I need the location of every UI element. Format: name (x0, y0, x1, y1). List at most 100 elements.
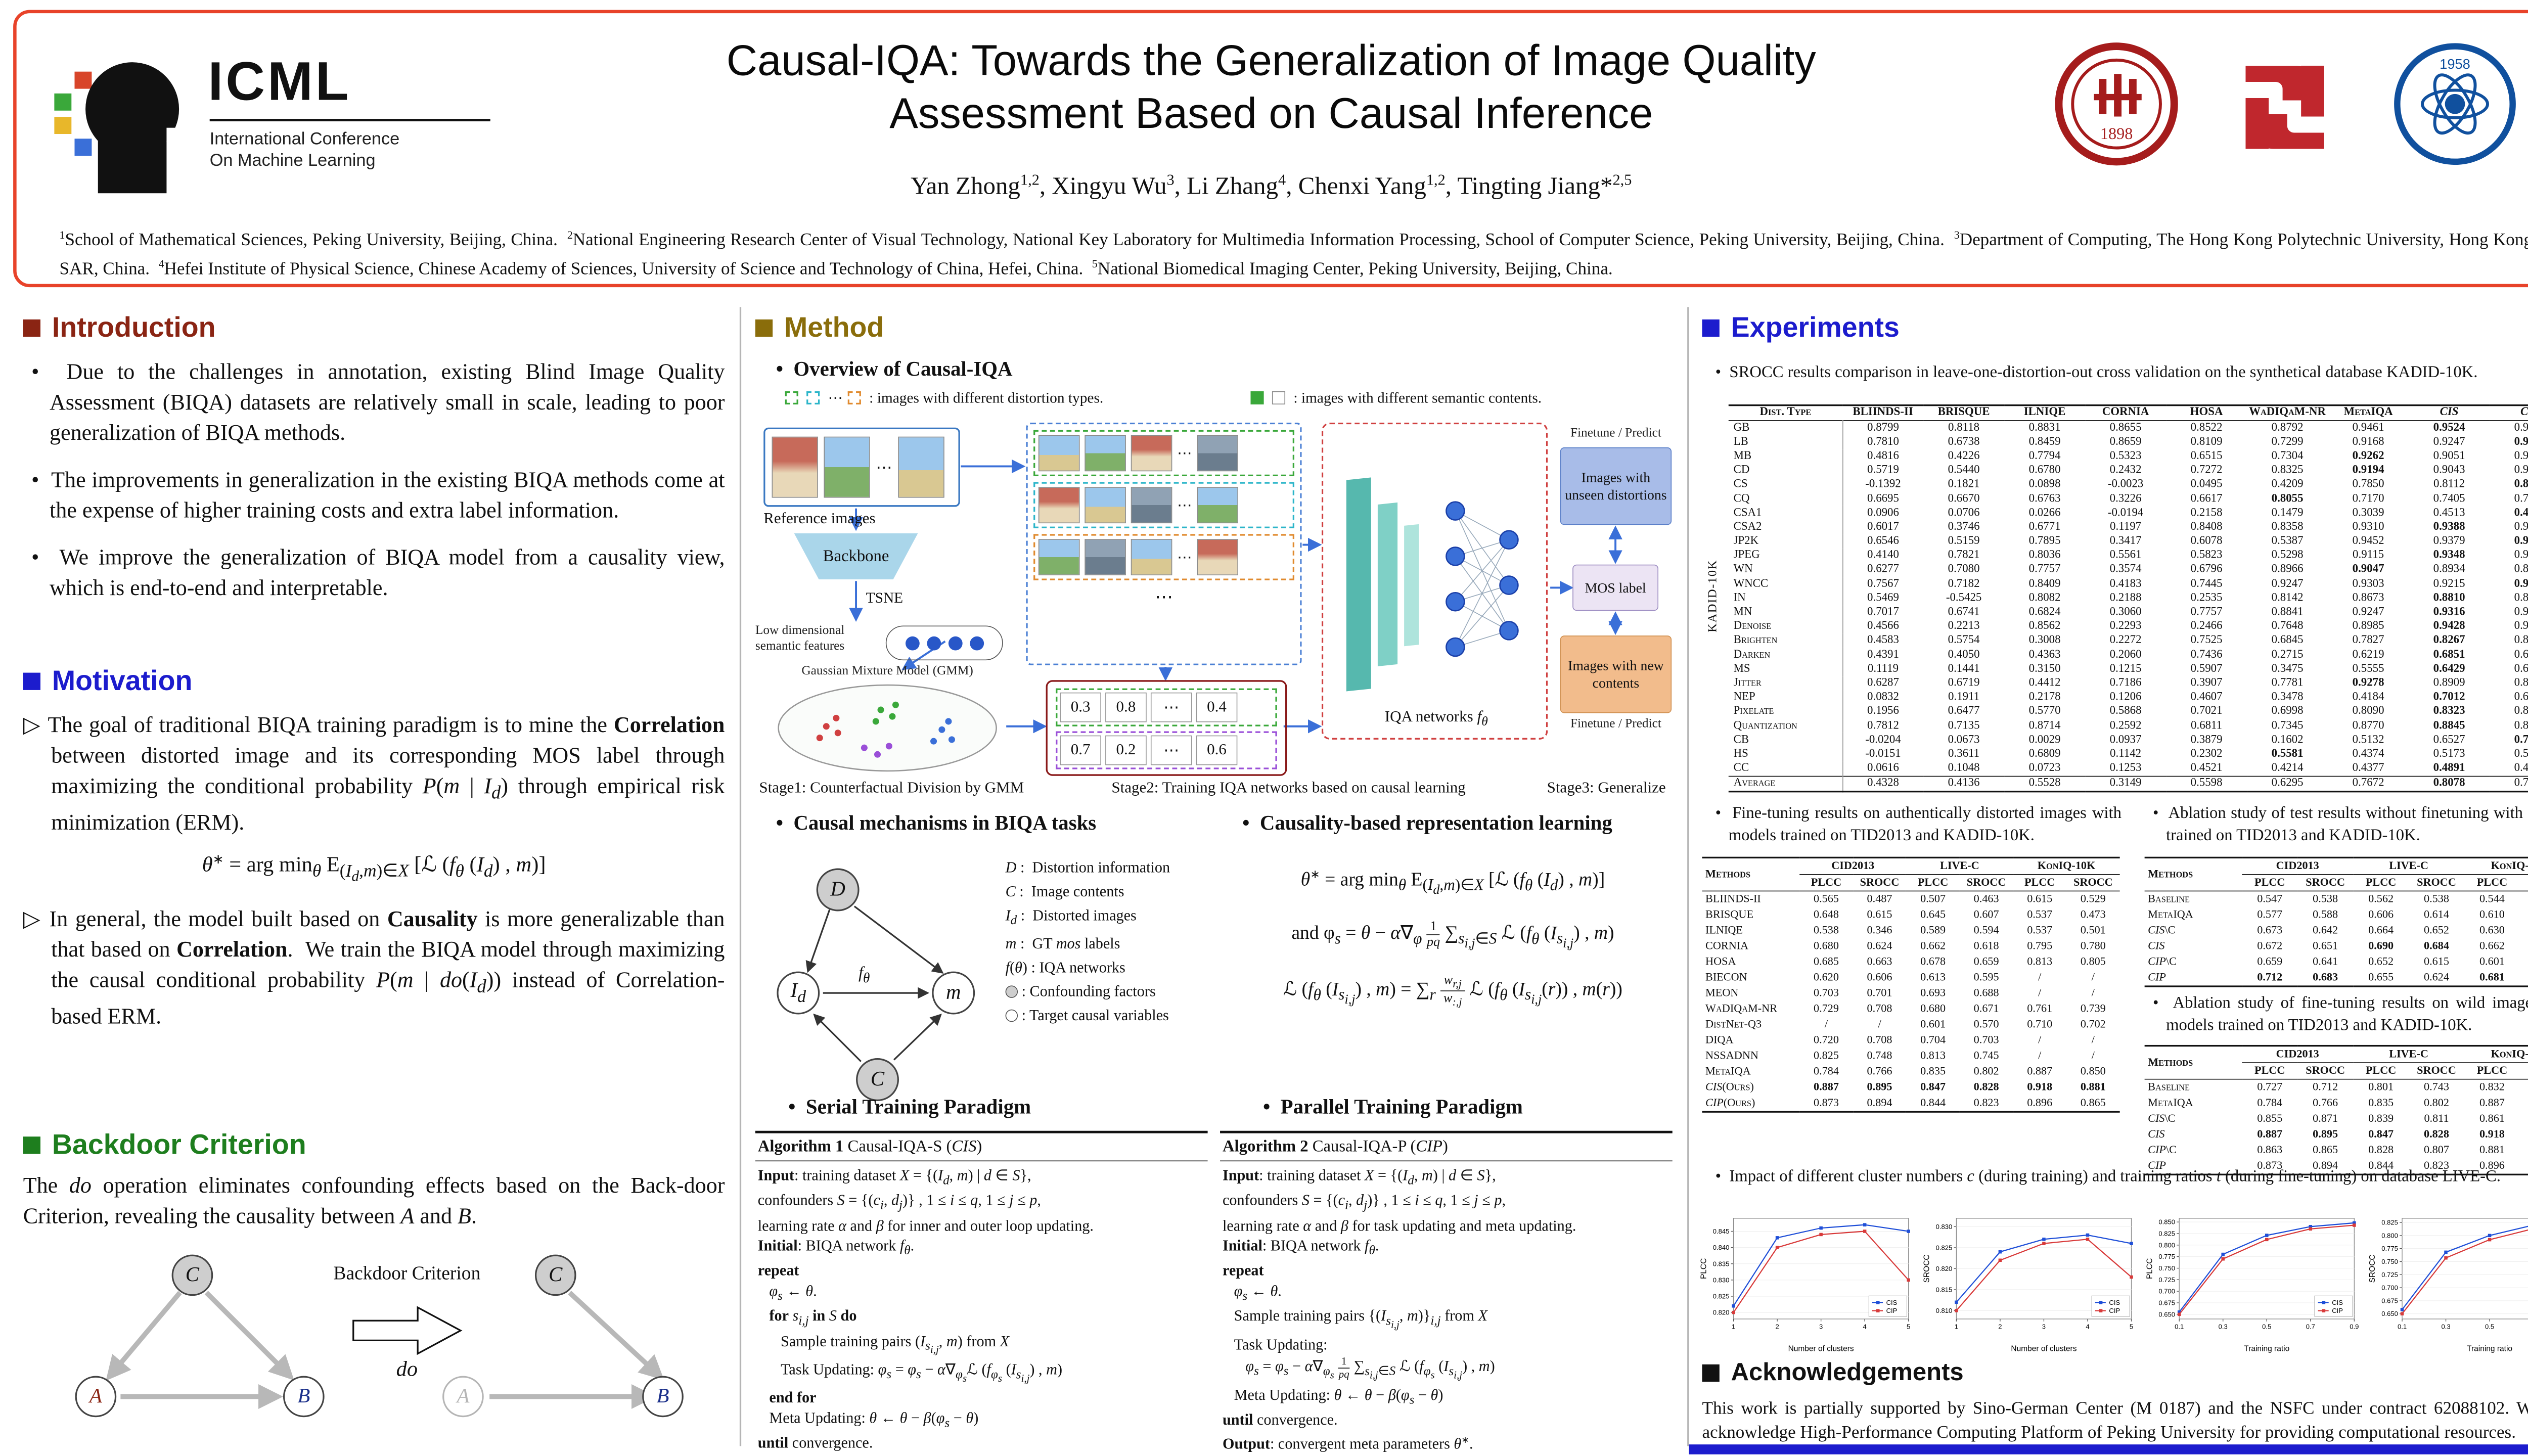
erm-formula: θ∗ = arg minθ E(Id,m)∈X [ℒ (fθ (Id) , m)… (202, 852, 546, 885)
value-cell: 0.864 (2520, 1111, 2528, 1126)
backdoor-section-heading: Backdoor Criterion (23, 1129, 306, 1161)
poster-header: ICML International Conference On Machine… (13, 10, 2528, 288)
value-cell: 0.7446 (2514, 733, 2528, 746)
grid-thumb (1197, 539, 1238, 575)
value-cell: 0.5440 (1948, 464, 1980, 477)
row-label: WN (1728, 563, 1843, 577)
svg-text:SROCC: SROCC (2368, 1254, 2377, 1283)
column-header: BRISQUE (1937, 406, 1990, 419)
text-line: ⋯ (1150, 692, 1192, 722)
reference-images-label: Reference images (763, 510, 876, 528)
value-cell: 0.7012 (2433, 691, 2465, 704)
svg-text:0.830: 0.830 (1936, 1223, 1953, 1231)
value-cell: 0.873 (1813, 1096, 1839, 1109)
value-cell: 0.538 (2313, 892, 2338, 905)
method-section-heading: Method (755, 312, 884, 344)
value-cell: 0.7186 (2109, 676, 2142, 690)
row-label: Darken (1728, 648, 1843, 662)
value-cell: 0.8841 (2271, 606, 2304, 618)
value-cell: 0.5323 (2109, 449, 2142, 463)
value-cell: 0.6424 (2514, 648, 2528, 661)
value-cell: 0.664 (2368, 924, 2394, 936)
row-label: BRISQUE (1705, 908, 1754, 921)
column-header: CIS (2440, 406, 2459, 419)
value-cell: 0.863 (2257, 1143, 2283, 1156)
value-cell: 0.702 (2080, 1017, 2106, 1030)
peking-university-logo: 1898 (2055, 42, 2178, 166)
svg-text:0.820: 0.820 (1713, 1309, 1730, 1316)
algorithm-1-body: Input: training dataset X = {(Id, m) | d… (755, 1161, 1208, 1456)
row-label: DIQA (1705, 1033, 1734, 1046)
value-cell: 0.850 (2080, 1064, 2106, 1077)
value-cell: -0.0151 (1865, 748, 1901, 760)
value-cell: 0.2302 (2190, 748, 2223, 760)
value-cell: 0.0832 (1867, 691, 1899, 704)
row-label: Jitter (1728, 676, 1843, 691)
value-cell: 0.8934 (2433, 563, 2465, 576)
value-cell: 0.3417 (2109, 535, 2142, 548)
value-cell: 0.871 (2313, 1112, 2338, 1124)
text-line: ⋯ (1150, 735, 1192, 765)
value-cell: 0.8036 (2028, 549, 2061, 562)
value-cell: 0.801 (2368, 1080, 2394, 1093)
tsne-label: TSNE (866, 589, 904, 606)
parallel-paradigm-heading: Parallel Training Paradigm (1263, 1096, 1523, 1119)
experiments-bullet-3: Ablation study of test results without f… (2146, 802, 2528, 847)
value-cell: 0.501 (2080, 924, 2106, 936)
value-cell: 0.4658 (2514, 506, 2528, 519)
text-line: f(θ) : IQA networks (1005, 960, 1125, 976)
row-label: HS (1728, 747, 1843, 762)
value-cell: 0.642 (2313, 924, 2338, 936)
value-cell: 0.5469 (1867, 592, 1899, 604)
row-label: CIS\C (2148, 924, 2176, 936)
column-header: MetaIQA (2343, 406, 2393, 419)
value-cell: 0.0906 (1867, 506, 1899, 519)
value-cell: 0.9348 (2433, 549, 2465, 562)
backdoor-node-c-right: C (534, 1254, 576, 1296)
value-cell: 0.1048 (1948, 762, 1980, 775)
svg-text:0.750: 0.750 (2381, 1258, 2398, 1265)
column-separator-left (739, 307, 742, 1446)
value-cell: 0.6719 (1948, 676, 1980, 690)
value-cell: 0.2466 (2190, 620, 2223, 632)
value-cell: 0.7021 (2190, 705, 2223, 718)
value-cell: 0.3008 (2028, 634, 2061, 647)
value-cell: 0.4521 (2190, 762, 2223, 775)
experiments-section-title: Experiments (1731, 312, 1900, 344)
value-cell: 0.6695 (1867, 492, 1899, 505)
column-header: ILNIQE (2023, 406, 2066, 419)
value-cell: 0.4209 (2271, 478, 2304, 491)
value-cell: 0.6219 (2352, 648, 2384, 661)
value-cell: 0.828 (2368, 1143, 2394, 1156)
svg-text:3: 3 (1819, 1323, 1823, 1331)
value-cell: 0.5770 (2028, 705, 2061, 718)
value-cell: 0.7436 (2190, 648, 2223, 661)
polyu-logo (2245, 65, 2324, 149)
column-header: PLCC (2365, 876, 2397, 888)
ustc-year: 1958 (2440, 56, 2470, 72)
value-cell: 0.9041 (2514, 620, 2528, 632)
svg-text:0.3: 0.3 (2219, 1323, 2228, 1331)
gmm-cloud (778, 684, 997, 772)
value-cell: 0.3475 (2271, 662, 2304, 675)
motivation-section-marker (23, 672, 40, 690)
text-line: Output: convergent meta parameters θ∗. (758, 1454, 1205, 1456)
svg-text:3: 3 (2042, 1323, 2046, 1331)
value-cell: 0.802 (2424, 1096, 2449, 1109)
value-cell: 0.0706 (1948, 506, 1980, 519)
row-label: CIP (2148, 970, 2166, 983)
value-cell: 0.614 (2424, 908, 2449, 921)
grid-thumb (1197, 435, 1238, 472)
value-cell: 0.6295 (2271, 777, 2304, 790)
reference-image-thumb (898, 436, 944, 498)
value-cell: / (2091, 970, 2095, 983)
text-line: Task Updating: φs = φs − α∇φsℒ (fφs (Isi… (757, 1361, 1063, 1384)
value-cell: 0.766 (1867, 1064, 1892, 1077)
